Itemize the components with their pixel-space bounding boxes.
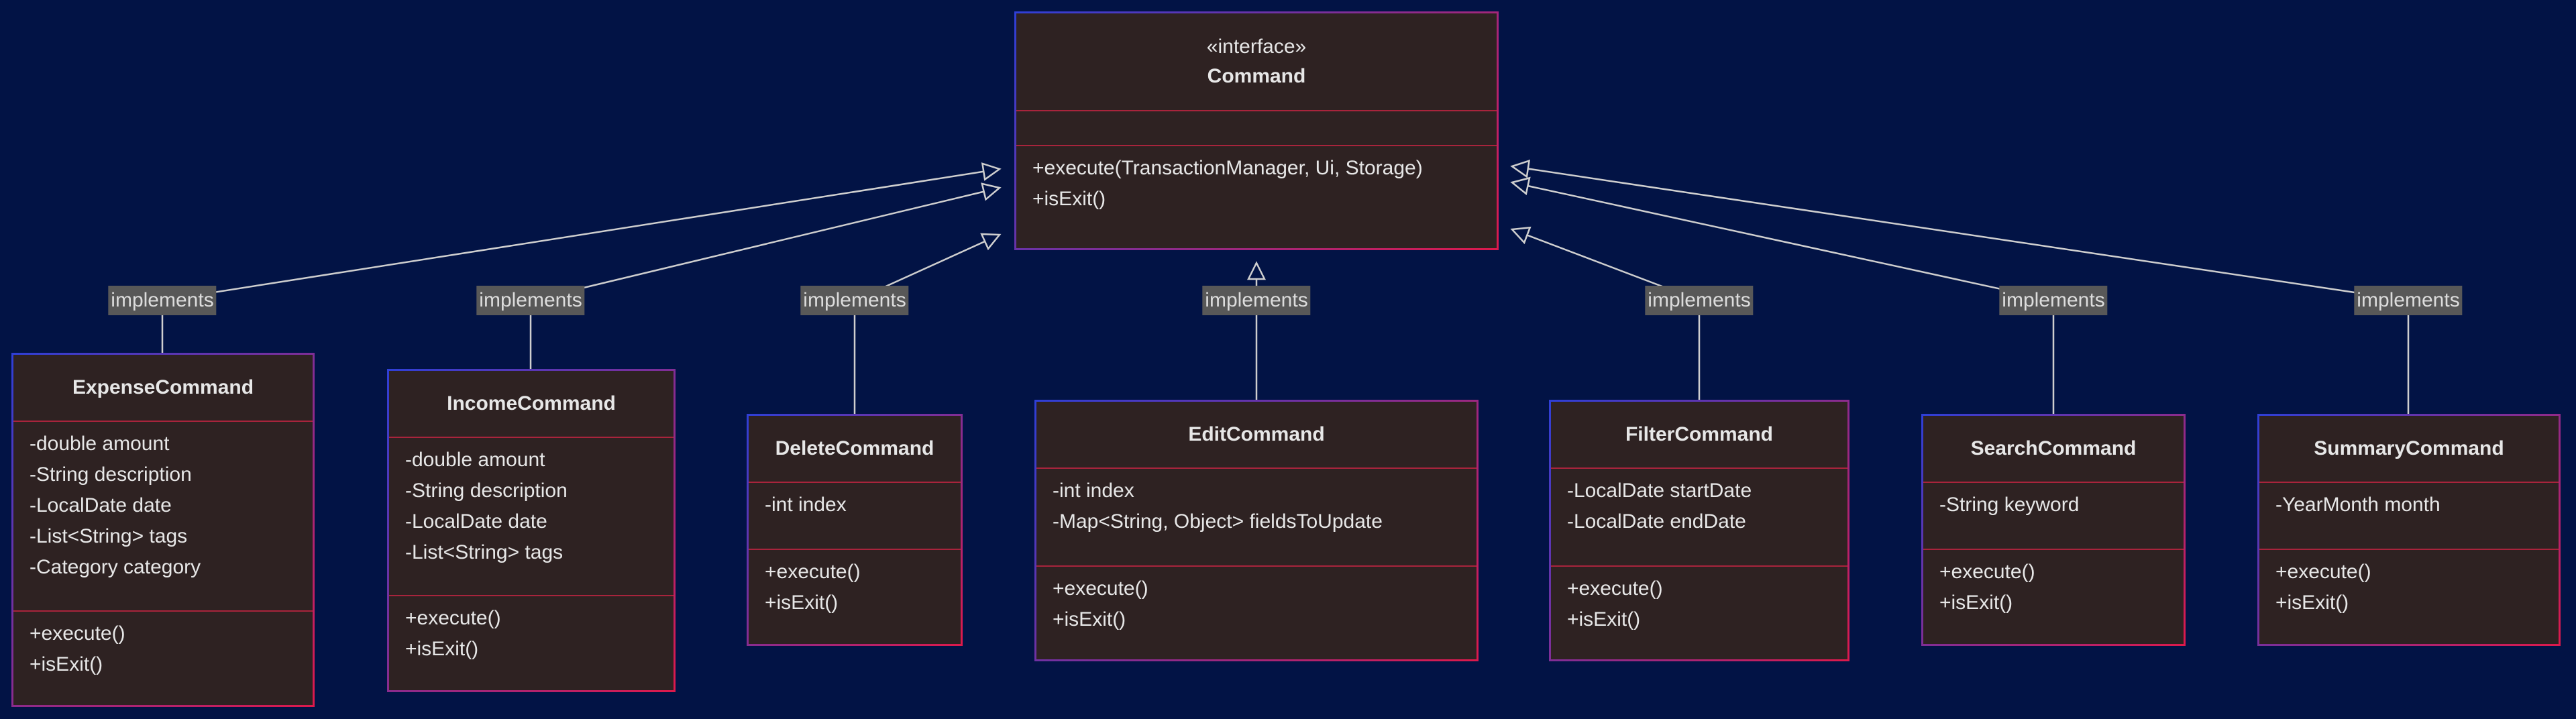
class-field: -YearMonth month (2275, 494, 2440, 516)
implements-label: implements (2354, 286, 2463, 315)
class-header: EditCommand (1036, 402, 1477, 467)
class-methods-section: +execute() +isExit() (749, 549, 961, 618)
class-field: -String keyword (1939, 494, 2080, 516)
class-field: -LocalDate date (405, 510, 547, 533)
class-name: DeleteCommand (775, 437, 934, 459)
class-name: SearchCommand (1970, 437, 2137, 459)
realization-arrowhead (981, 182, 1002, 201)
class-field: -int index (1053, 480, 1134, 502)
implements-label: implements (1999, 286, 2108, 315)
class-method: +isExit() (1567, 608, 1641, 630)
class-box-filter-command: FilterCommand -LocalDate startDate -Loca… (1549, 400, 1849, 661)
interface-header: «interface» Command (1016, 13, 1497, 110)
class-field: -String description (30, 463, 192, 486)
class-methods-section: +execute() +isExit() (13, 610, 313, 680)
class-field: -int index (765, 494, 847, 516)
class-name: FilterCommand (1625, 423, 1774, 445)
class-field: -double amount (30, 433, 170, 455)
class-field: -double amount (405, 449, 545, 471)
class-method: +isExit() (1053, 608, 1126, 630)
realization-arrowhead (1510, 176, 1531, 196)
class-method: +isExit() (30, 653, 103, 675)
implements-label: implements (800, 286, 909, 315)
class-box-edit-command: EditCommand -int index -Map<String, Obje… (1034, 400, 1479, 661)
class-box-expense-command: ExpenseCommand -double amount -String de… (11, 353, 315, 707)
class-field: -LocalDate endDate (1567, 510, 1746, 533)
class-box-income-command: IncomeCommand -double amount -String des… (387, 369, 676, 692)
realization-arrowhead (1510, 159, 1531, 178)
class-name: IncomeCommand (447, 392, 616, 414)
implements-line (1511, 181, 2055, 414)
class-method: +execute() (405, 607, 501, 629)
interface-fields-section (1016, 110, 1497, 145)
class-method: +execute() (1567, 577, 1663, 600)
realization-arrowhead (1510, 226, 1532, 245)
realization-arrowhead (981, 162, 1002, 181)
class-box-summary-command: SummaryCommand -YearMonth month +execute… (2257, 414, 2561, 646)
class-header: SummaryCommand (2259, 416, 2559, 482)
implements-label: implements (108, 286, 217, 315)
realization-arrowhead (1246, 261, 1267, 280)
class-fields-section: -double amount -String description -Loca… (389, 437, 674, 595)
interface-stereotype: «interface» (1206, 36, 1307, 58)
class-fields-section: -int index -Map<String, Object> fieldsTo… (1036, 467, 1477, 565)
class-box-delete-command: DeleteCommand -int index +execute() +isE… (747, 414, 963, 646)
class-name: EditCommand (1188, 423, 1325, 445)
class-header: SearchCommand (1923, 416, 2184, 482)
class-field: -String description (405, 480, 568, 502)
interface-command-box: «interface» Command +execute(Transaction… (1014, 11, 1499, 250)
class-header: ExpenseCommand (13, 355, 313, 421)
class-method: +isExit() (405, 638, 479, 660)
class-fields-section: -YearMonth month (2259, 482, 2559, 549)
implements-line (161, 168, 1000, 353)
implements-label: implements (1645, 286, 1754, 315)
class-field: -LocalDate date (30, 494, 172, 516)
class-methods-section: +execute() +isExit() (1923, 549, 2184, 618)
class-box-search-command: SearchCommand -String keyword +execute()… (1921, 414, 2186, 646)
interface-method: +isExit() (1032, 188, 1106, 210)
class-field: -List<String> tags (405, 541, 564, 563)
implements-line (529, 186, 1000, 369)
class-fields-section: -int index (749, 482, 961, 549)
class-field: -LocalDate startDate (1567, 480, 1752, 502)
class-methods-section: +execute() +isExit() (2259, 549, 2559, 618)
class-method: +execute() (1939, 561, 2035, 583)
class-name: ExpenseCommand (72, 376, 254, 398)
class-header: IncomeCommand (389, 371, 674, 437)
realization-arrowhead (980, 233, 1002, 251)
class-method: +execute() (1053, 577, 1148, 600)
class-fields-section: -String keyword (1923, 482, 2184, 549)
class-method: +isExit() (1939, 592, 2013, 614)
interface-name: Command (1207, 65, 1306, 87)
class-fields-section: -double amount -String description -Loca… (13, 421, 313, 610)
class-methods-section: +execute() +isExit() (1036, 565, 1477, 635)
class-method: +isExit() (765, 592, 839, 614)
class-method: +execute() (30, 622, 125, 645)
interface-method: +execute(TransactionManager, Ui, Storage… (1032, 157, 1423, 179)
class-method: +execute() (765, 561, 861, 583)
class-field: -List<String> tags (30, 525, 188, 547)
implements-line (853, 233, 1000, 414)
class-name: SummaryCommand (2314, 437, 2504, 459)
class-method: +isExit() (2275, 592, 2349, 614)
implements-label: implements (476, 286, 585, 315)
class-methods-section: +execute() +isExit() (1551, 565, 1847, 635)
class-field: -Map<String, Object> fieldsToUpdate (1053, 510, 1383, 533)
interface-methods-section: +execute(TransactionManager, Ui, Storage… (1016, 145, 1497, 215)
implements-label: implements (1202, 286, 1311, 315)
class-methods-section: +execute() +isExit() (389, 595, 674, 665)
class-method: +execute() (2275, 561, 2371, 583)
class-fields-section: -LocalDate startDate -LocalDate endDate (1551, 467, 1847, 565)
class-header: FilterCommand (1551, 402, 1847, 467)
class-field: -Category category (30, 556, 201, 578)
class-header: DeleteCommand (749, 416, 961, 482)
